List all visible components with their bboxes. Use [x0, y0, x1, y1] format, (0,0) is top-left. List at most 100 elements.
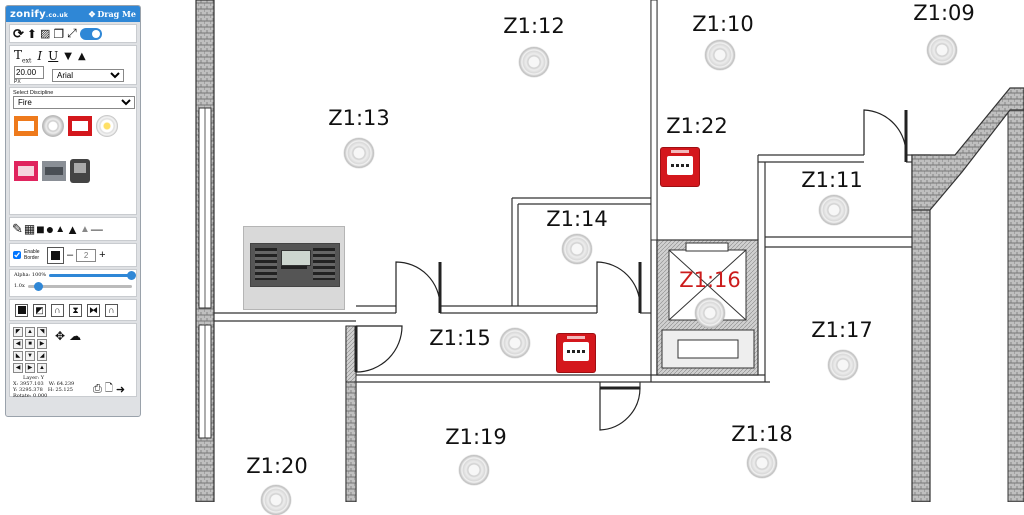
print-icon[interactable]: ⎙: [93, 383, 102, 395]
nudge-down-left[interactable]: ◣: [13, 351, 23, 361]
grid-tool-icon[interactable]: ▦: [23, 222, 36, 236]
symbol-pink-unit[interactable]: [14, 161, 38, 181]
smoke-detector-icon[interactable]: [459, 455, 489, 485]
border-section: Enable Border – +: [9, 243, 137, 267]
circle-tool-icon[interactable]: ●: [45, 221, 55, 237]
floor-plan-canvas[interactable]: [0, 0, 1024, 502]
zone-label[interactable]: Z1:15: [429, 326, 491, 350]
zone-label[interactable]: Z1:18: [731, 422, 793, 446]
alpha-slider[interactable]: [49, 270, 136, 280]
enable-border-checkbox[interactable]: [13, 251, 21, 259]
arch-button[interactable]: ∩: [51, 303, 64, 317]
scale-slider[interactable]: [27, 281, 132, 291]
triangle-grey-icon[interactable]: ▲: [79, 223, 90, 235]
smoke-detector-icon[interactable]: [261, 485, 291, 515]
smoke-detector-icon[interactable]: [344, 138, 374, 168]
font-family-select[interactable]: Arial: [52, 69, 124, 83]
zone-label[interactable]: Z1:12: [503, 14, 565, 38]
pdf-icon[interactable]: 🗋: [104, 383, 113, 394]
nudge-down-right[interactable]: ◢: [37, 351, 47, 361]
toolbox-panel[interactable]: zonify.co.uk ✥ Drag Me ⟳ ⬆ ▨ ❐ ⤢ Text I …: [5, 5, 141, 417]
border-increase-button[interactable]: +: [99, 249, 106, 261]
zone-label[interactable]: Z1:13: [328, 106, 390, 130]
fill-square-button[interactable]: [15, 303, 28, 317]
half-fill-button[interactable]: ◩: [33, 303, 46, 317]
border-decrease-button[interactable]: –: [67, 249, 74, 261]
border-color-swatch[interactable]: [47, 246, 64, 264]
nudge-up-right[interactable]: ◥: [37, 327, 47, 337]
scale-slider-knob[interactable]: [34, 281, 44, 291]
nudge-extra-2[interactable]: ▶: [25, 363, 35, 373]
caret-up-icon[interactable]: ▲: [77, 50, 86, 62]
smoke-detector-icon[interactable]: [695, 298, 725, 328]
triangle-small-icon[interactable]: ▲: [55, 223, 66, 235]
zone-label[interactable]: Z1:20: [246, 454, 308, 478]
smoke-detector-icon[interactable]: [927, 35, 957, 65]
zone-label[interactable]: Z1:22: [666, 114, 728, 138]
font-size-input[interactable]: [14, 66, 44, 80]
zone-label[interactable]: Z1:14: [546, 207, 608, 231]
toolbox-header[interactable]: zonify.co.uk ✥ Drag Me: [6, 6, 140, 22]
smoke-detector-icon[interactable]: [705, 40, 735, 70]
copy-icon[interactable]: ❐: [53, 26, 65, 41]
symbol-sounder-beacon[interactable]: [96, 115, 118, 137]
alpha-slider-knob[interactable]: [127, 270, 136, 280]
scale-label: 1.0x: [14, 283, 25, 289]
zone-label[interactable]: Z1:09: [913, 1, 975, 25]
symbol-dark-panel[interactable]: [70, 159, 90, 183]
zone-label[interactable]: Z1:10: [692, 12, 754, 36]
image-icon[interactable]: ▨: [39, 28, 51, 40]
action-row: ⟳ ⬆ ▨ ❐ ⤢: [9, 24, 137, 43]
square-tool-icon[interactable]: ■: [36, 221, 45, 237]
pencil-icon[interactable]: ✎: [12, 221, 23, 236]
drag-handle[interactable]: ✥ Drag Me: [89, 9, 136, 19]
nudge-extra-1[interactable]: ◀: [13, 363, 23, 373]
nudge-up-left[interactable]: ◤: [13, 327, 23, 337]
zone-label[interactable]: Z1:11: [801, 168, 863, 192]
flip-horizontal-button[interactable]: ⧓: [87, 303, 100, 317]
resize-icon[interactable]: ⤢: [67, 26, 77, 40]
nudge-left[interactable]: ◀: [13, 339, 23, 349]
symbol-red-callpoint[interactable]: [68, 116, 92, 136]
smoke-detector-icon[interactable]: [562, 234, 592, 264]
underline-icon[interactable]: U: [48, 49, 59, 64]
caret-down-icon[interactable]: ▼: [64, 50, 72, 62]
angled-wall: [911, 87, 1024, 211]
manual-call-point-icon[interactable]: [661, 148, 699, 186]
smoke-detector-icon[interactable]: [519, 47, 549, 77]
manual-call-point-icon[interactable]: [557, 334, 595, 372]
italic-icon[interactable]: I: [37, 49, 43, 64]
nudge-center[interactable]: ■: [25, 339, 35, 349]
symbol-orange-callpoint[interactable]: [14, 116, 38, 136]
line-tool-icon[interactable]: —: [90, 222, 103, 236]
smoke-detector-icon[interactable]: [747, 448, 777, 478]
nudge-down[interactable]: ▼: [25, 351, 35, 361]
move-icon: ✥: [88, 9, 96, 19]
text-size-icon[interactable]: Text: [14, 48, 32, 65]
nudge-up[interactable]: ▲: [25, 327, 35, 337]
cloud-download-icon[interactable]: ☁: [69, 329, 82, 343]
refresh-icon[interactable]: ⟳: [13, 25, 24, 41]
border-width-input[interactable]: [76, 248, 97, 262]
smoke-detector-icon[interactable]: [819, 195, 849, 225]
smoke-detector-icon[interactable]: [500, 328, 530, 358]
window-right: [1007, 97, 1024, 502]
crosshair-icon[interactable]: ✥: [55, 329, 66, 343]
zone-label[interactable]: Z1:19: [445, 425, 507, 449]
mode-toggle[interactable]: [79, 27, 102, 40]
symbol-smoke-detector[interactable]: [42, 115, 64, 137]
export-icon[interactable]: ➜: [115, 384, 126, 396]
nudge-extra-3[interactable]: ▲: [37, 363, 47, 373]
zone-label[interactable]: Z1:17: [811, 318, 873, 342]
upload-icon[interactable]: ⬆: [26, 26, 37, 41]
rotate-arch-button[interactable]: ∩: [105, 303, 118, 317]
flip-vertical-button[interactable]: ⧗: [69, 303, 82, 317]
nudge-right[interactable]: ▶: [37, 339, 47, 349]
symbol-grey-unit[interactable]: [42, 161, 66, 181]
fire-alarm-control-panel[interactable]: [243, 226, 345, 310]
discipline-label: Select Discipline: [13, 90, 54, 96]
discipline-select[interactable]: Fire: [13, 96, 135, 109]
zone-label[interactable]: Z1:16: [679, 268, 741, 292]
smoke-detector-icon[interactable]: [828, 350, 858, 380]
triangle-tool-icon[interactable]: ▲: [66, 221, 79, 237]
